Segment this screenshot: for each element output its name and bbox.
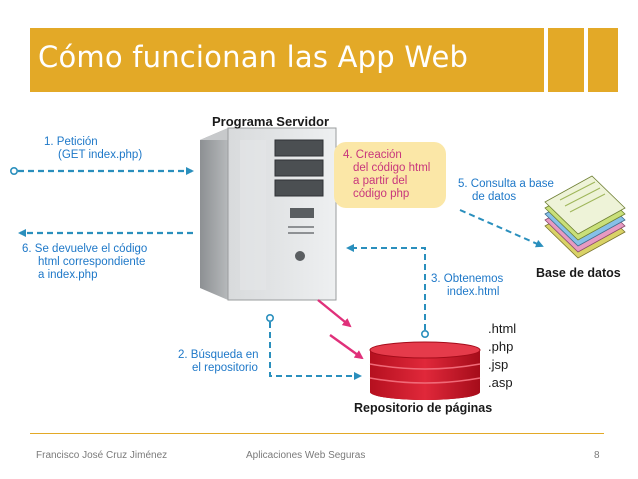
footer-divider [30, 433, 604, 434]
step1-label: 1. Petición (GET index.php) [44, 136, 142, 161]
repository-icon [370, 342, 480, 400]
step2-label: 2. Búsqueda en el repositorio [178, 349, 262, 374]
repository-label: Repositorio de páginas [354, 401, 492, 415]
step5-label: 5. Consulta a base de datos [458, 178, 557, 203]
step6-label: 6. Se devuelve el código html correspond… [22, 243, 151, 281]
footer-author: Francisco José Cruz Jiménez [36, 450, 167, 461]
pink-arrow-upper [318, 300, 350, 326]
step1-arrow [11, 168, 192, 174]
server-title: Programa Servidor [212, 114, 329, 129]
footer-page-number: 8 [594, 450, 600, 461]
extensions-list: .html .php .jsp .asp [488, 321, 520, 390]
pink-arrow-lower [330, 335, 362, 358]
step3-label: 3. Obtenemos index.html [431, 273, 506, 298]
footer-course: Aplicaciones Web Seguras [246, 450, 365, 461]
server-icon [200, 128, 336, 300]
step3-arrow [348, 248, 428, 337]
step5-arrow [460, 210, 542, 246]
database-label: Base de datos [536, 266, 621, 280]
